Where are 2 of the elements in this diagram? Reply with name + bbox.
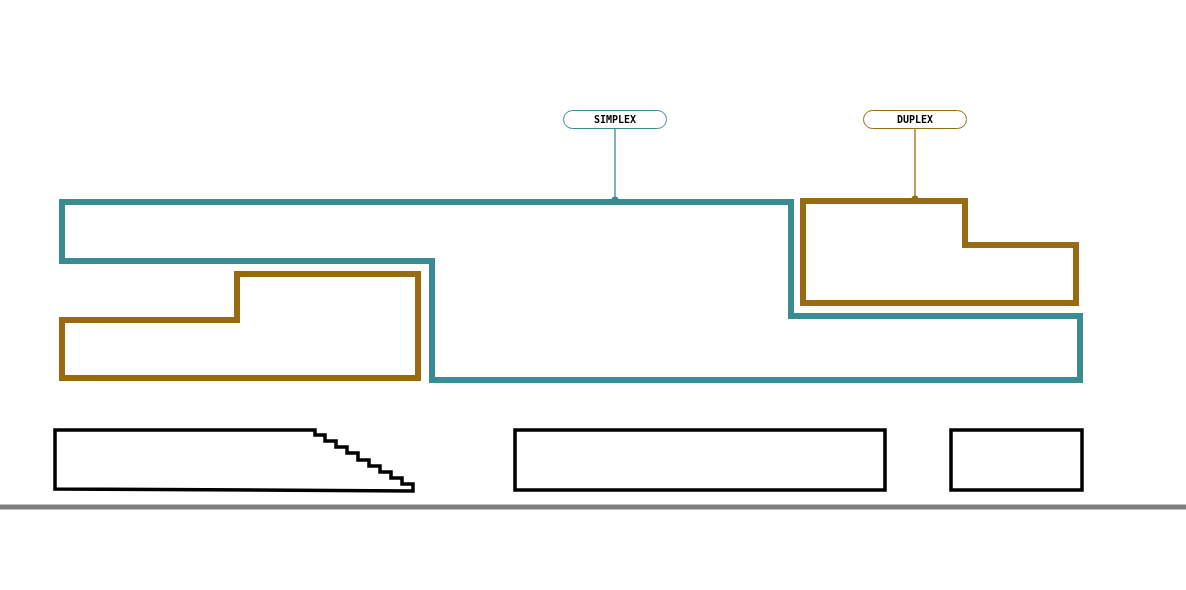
callout-label: SIMPLEX: [563, 110, 667, 129]
callout-label: DUPLEX: [863, 110, 967, 129]
